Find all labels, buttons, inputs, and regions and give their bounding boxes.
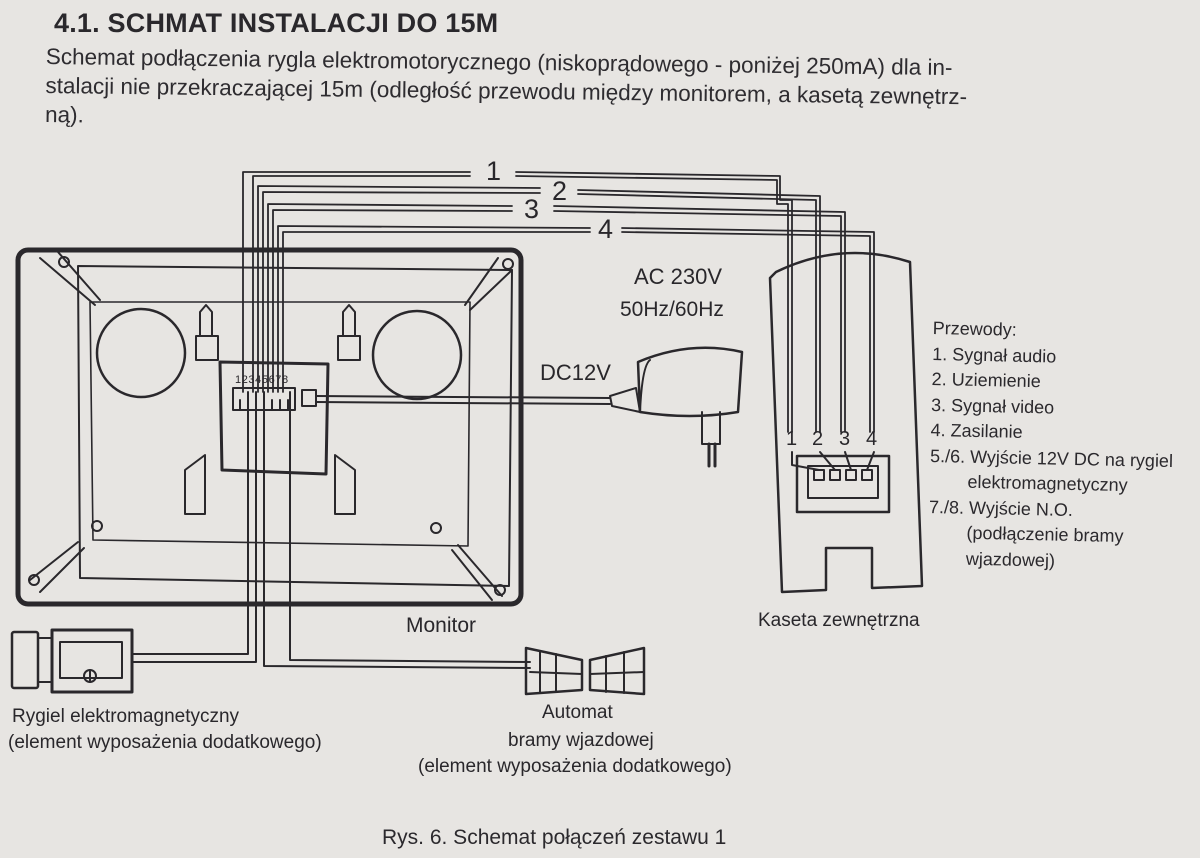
station-terminal-1: 1 (786, 428, 798, 450)
monitor-label: Monitor (406, 614, 477, 637)
station-terminal-4: 4 (866, 428, 878, 450)
station-label: Kaseta zewnętrzna (758, 610, 920, 631)
wire-number-4: 4 (598, 214, 614, 244)
wire-number-1: 1 (486, 156, 502, 186)
terminal-labels: 12345678 (235, 374, 289, 386)
wire-number-2: 2 (552, 176, 568, 206)
station-terminal-3: 3 (839, 428, 851, 450)
wire-legend: Przewody: 1. Sygnał audio 2. Uziemienie … (928, 316, 1176, 576)
monitor-body (15, 247, 524, 607)
figure-caption: Rys. 6. Schemat połączeń zestawu 1 (382, 826, 727, 849)
outdoor-station (768, 251, 924, 594)
wire-number-3: 3 (524, 194, 540, 224)
section-heading: 4.1. SCHMAT INSTALACJI DO 15M (54, 8, 499, 38)
legend-item: 7./8. Wyjście N.O. (928, 496, 1074, 520)
lock-label-line-2: (element wyposażenia dodatkowego) (8, 732, 322, 753)
legend-item: wjazdowej) (965, 548, 1056, 571)
power-adapter (315, 346, 744, 468)
electric-lock (10, 391, 257, 694)
gate-label-line-2: bramy wjazdowej (508, 730, 654, 751)
station-terminal-2: 2 (812, 428, 824, 450)
lock-label-line-1: Rygiel elektromagnetyczny (12, 706, 240, 727)
ac-voltage-label: AC 230V (634, 264, 723, 289)
gate-label-line-1: Automat (542, 702, 613, 723)
legend-item: 5./6. Wyjście 12V DC na rygiel (929, 445, 1174, 471)
ac-frequency-label: 50Hz/60Hz (620, 298, 724, 321)
wire-harness (242, 171, 875, 433)
gate-automat (263, 391, 646, 696)
gate-label-line-3: (element wyposażenia dodatkowego) (418, 756, 732, 777)
dc-voltage-label: DC12V (540, 360, 611, 385)
